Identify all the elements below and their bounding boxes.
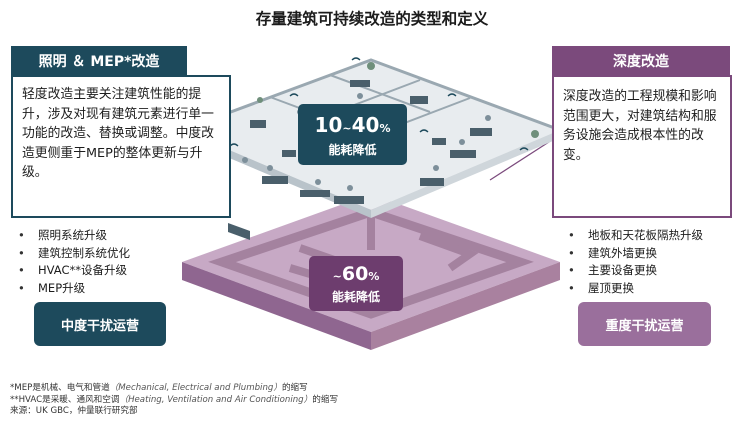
saving-high: 40 <box>351 113 380 137</box>
saving-label: 能耗降低 <box>328 143 377 157</box>
deep-retrofit-description: 深度改造的工程规模和影响范围更大，对建筑结构和服务设施会造成根本性的改变。 <box>552 75 732 218</box>
list-item: HVAC**设备升级 <box>18 262 130 280</box>
footnote-hvac: **HVAC是采暖、通风和空调（Heating, Ventilation and… <box>10 394 339 405</box>
saving-value: ~60% <box>309 256 403 289</box>
deep-retrofit-list: 地板和天花板隔热升级 建筑外墙更换 主要设备更换 屋顶更换 <box>568 227 703 297</box>
connector-right <box>489 139 553 181</box>
deep-retrofit-saving-badge: ~60% 能耗降低 <box>309 256 403 311</box>
list-item: 地板和天花板隔热升级 <box>568 227 703 245</box>
saving-value: 10~40% <box>298 104 407 142</box>
saving-low: 10 <box>314 113 343 137</box>
saving-unit: % <box>379 122 391 135</box>
footnote-mep: *MEP是机械、电气和管道（Mechanical, Electrical and… <box>10 383 308 393</box>
deep-retrofit-heading: 深度改造 <box>552 46 730 75</box>
light-retrofit-saving-badge: 10~40% 能耗降低 <box>298 104 407 165</box>
list-item: 屋顶更换 <box>568 280 703 298</box>
list-item: 建筑控制系统优化 <box>18 245 130 263</box>
page-title: 存量建筑可持续改造的类型和定义 <box>255 10 489 28</box>
saving-prefix: ~ <box>332 270 342 283</box>
list-item: 建筑外墙更换 <box>568 245 703 263</box>
footnote-source: 来源：UK GBC，仲量联行研究部 <box>10 406 138 416</box>
moderate-disruption-badge: 中度干扰运营 <box>34 302 166 346</box>
heavy-disruption-badge: 重度干扰运营 <box>578 302 711 346</box>
light-retrofit-heading: 照明 ＆ MEP*改造 <box>11 46 187 75</box>
saving-number: 60 <box>341 263 369 285</box>
light-retrofit-description: 轻度改造主要关注建筑性能的提升，涉及对现有建筑元素进行单一功能的改造、替换或调整… <box>11 75 231 218</box>
footnotes: *MEP是机械、电气和管道（Mechanical, Electrical and… <box>10 383 338 418</box>
list-item: 照明系统升级 <box>18 227 130 245</box>
light-retrofit-list: 照明系统升级 建筑控制系统优化 HVAC**设备升级 MEP升级 <box>18 227 130 297</box>
saving-label: 能耗降低 <box>331 290 380 304</box>
list-item: MEP升级 <box>18 280 130 298</box>
saving-unit: % <box>368 270 380 283</box>
saving-sep: ~ <box>342 122 352 135</box>
list-item: 主要设备更换 <box>568 262 703 280</box>
